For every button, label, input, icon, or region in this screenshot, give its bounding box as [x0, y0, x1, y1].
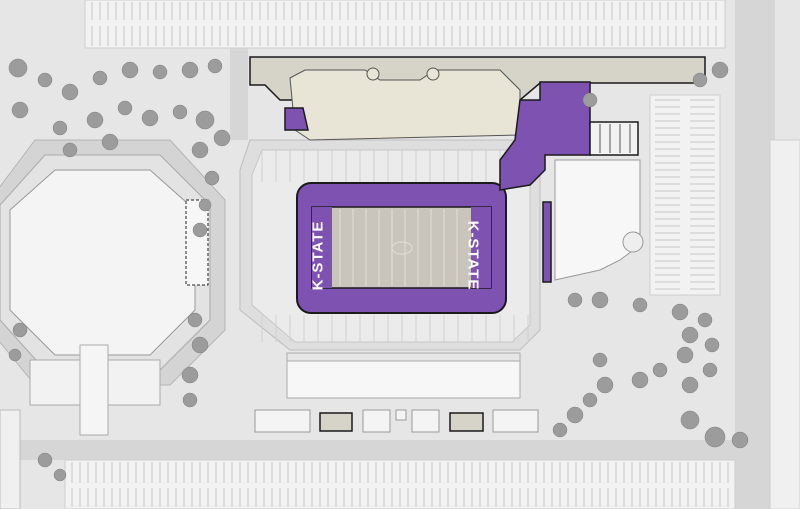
- parking-lot-far-east: [769, 139, 800, 509]
- tree: [192, 222, 208, 238]
- south-buildings: [254, 409, 539, 433]
- road-south: [0, 440, 800, 460]
- tree: [182, 392, 198, 408]
- tree: [141, 109, 159, 127]
- tree: [86, 111, 104, 129]
- tree: [61, 83, 79, 101]
- tree: [671, 303, 689, 321]
- endzone-east: [471, 207, 491, 288]
- tree: [101, 133, 119, 151]
- tree: [566, 406, 584, 424]
- tree: [12, 322, 28, 338]
- tree: [121, 61, 139, 79]
- tree: [692, 72, 708, 88]
- tree: [11, 101, 29, 119]
- tree: [172, 104, 188, 120]
- tree: [567, 292, 583, 308]
- endzone-west: [312, 207, 332, 288]
- tree: [213, 129, 231, 147]
- tree: [591, 291, 609, 309]
- stadium: [239, 139, 541, 399]
- tree: [117, 100, 133, 116]
- tree: [204, 170, 220, 186]
- football-field: [311, 206, 492, 289]
- tree: [37, 72, 53, 88]
- tree: [191, 141, 209, 159]
- midfield-logo: [391, 241, 413, 255]
- parking-lot-south: [64, 459, 736, 509]
- tree: [181, 61, 199, 79]
- tree: [187, 312, 203, 328]
- tree: [8, 58, 28, 78]
- purple-east-strip: [542, 201, 552, 283]
- tree: [152, 64, 168, 80]
- tree: [582, 392, 598, 408]
- tree: [681, 376, 699, 394]
- tree: [92, 70, 108, 86]
- tree: [631, 371, 649, 389]
- parking-lot-east: [649, 94, 721, 296]
- tree: [592, 352, 608, 368]
- tree: [731, 431, 749, 449]
- tree: [711, 61, 729, 79]
- tree: [632, 297, 648, 313]
- tree: [702, 362, 718, 378]
- tree: [676, 346, 694, 364]
- tree: [181, 366, 199, 384]
- tree: [37, 452, 53, 468]
- arena: [0, 139, 226, 509]
- tree: [198, 198, 212, 212]
- tree: [680, 410, 700, 430]
- trees: [8, 58, 749, 482]
- tree: [62, 142, 78, 158]
- tree: [191, 336, 209, 354]
- tree: [704, 337, 720, 353]
- tree: [207, 58, 223, 74]
- tree: [704, 426, 726, 448]
- field-wordmark-east: K-STATE: [464, 220, 482, 291]
- tree: [652, 362, 668, 378]
- tree: [53, 468, 67, 482]
- parking-lot-north: [84, 0, 726, 49]
- field-wordmark-west: K-STATE: [309, 220, 327, 291]
- tree: [552, 422, 568, 438]
- tree: [8, 348, 22, 362]
- plaza-fountain: [622, 231, 644, 253]
- arena-annex: [185, 199, 209, 286]
- east-plaza: [554, 121, 644, 281]
- road-east: [735, 0, 775, 509]
- tree: [596, 376, 614, 394]
- north-building: [249, 56, 706, 141]
- tree: [697, 312, 713, 328]
- tree: [52, 120, 68, 136]
- tree: [195, 110, 215, 130]
- tree: [681, 326, 699, 344]
- tree: [582, 92, 598, 108]
